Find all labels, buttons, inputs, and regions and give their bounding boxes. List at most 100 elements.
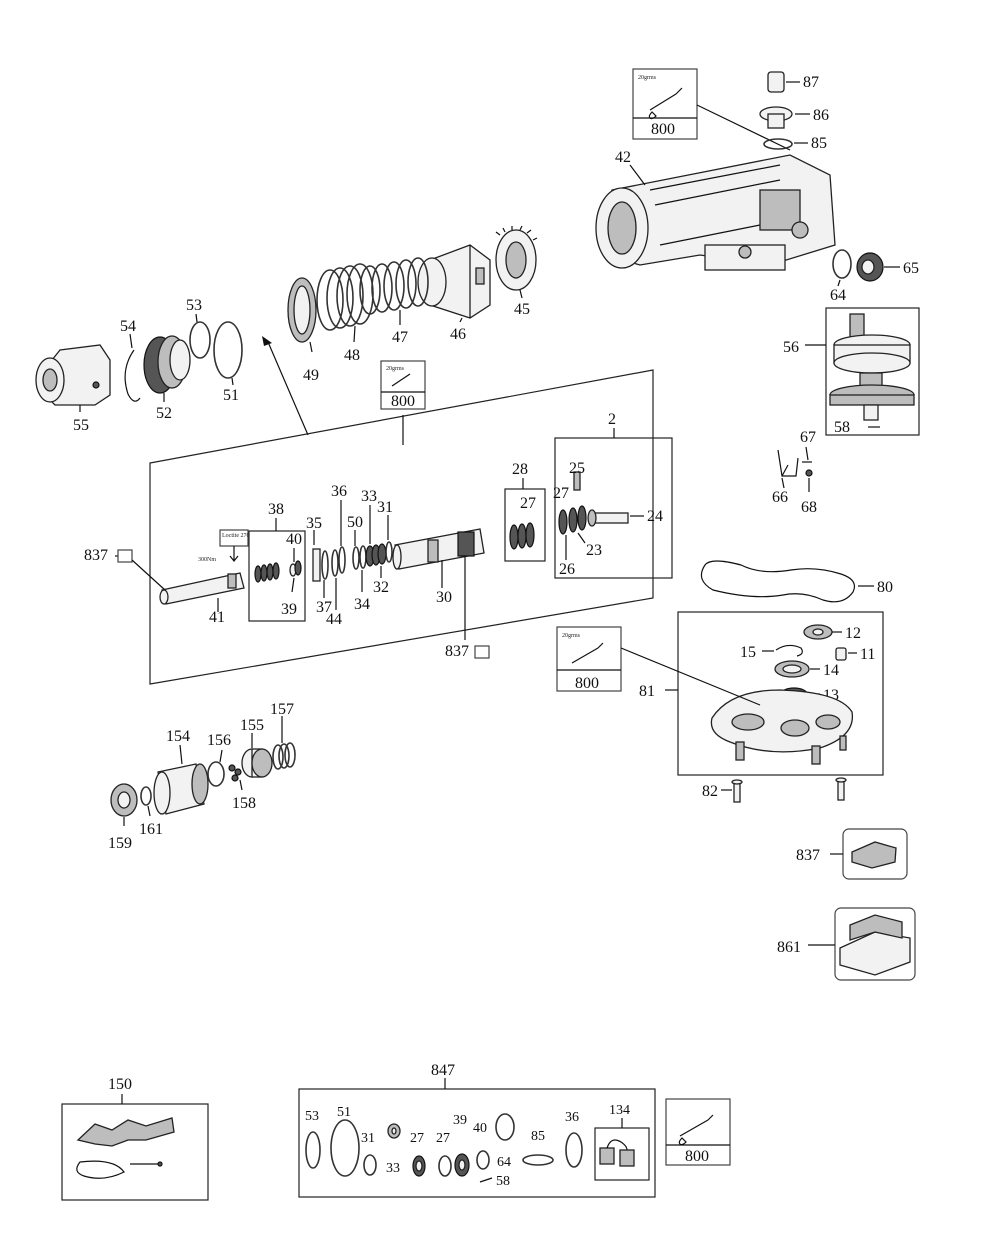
svg-text:28: 28	[512, 461, 528, 478]
svg-text:800: 800	[685, 1148, 709, 1165]
svg-text:39: 39	[281, 601, 297, 618]
grease-box-top: 20grms 800	[632, 68, 698, 140]
svg-text:32: 32	[373, 579, 389, 596]
part-48-spring: 48	[316, 263, 374, 364]
svg-text:158: 158	[232, 795, 256, 812]
part-67-pin: 67	[800, 429, 816, 463]
svg-text:837: 837	[796, 847, 820, 864]
svg-text:41: 41	[209, 609, 225, 626]
svg-text:58: 58	[496, 1174, 510, 1189]
kit-150: 150	[61, 1076, 209, 1201]
svg-text:66: 66	[772, 489, 788, 506]
svg-text:2: 2	[608, 411, 616, 428]
svg-text:23: 23	[586, 542, 602, 559]
svg-text:39: 39	[453, 1113, 467, 1128]
svg-text:Loctite 270: Loctite 270	[222, 533, 250, 539]
svg-text:38: 38	[268, 501, 284, 518]
part-28-box: 28 27	[504, 461, 546, 562]
kit-item-53: 53	[305, 1109, 321, 1169]
svg-text:67: 67	[800, 429, 816, 446]
svg-text:27: 27	[553, 485, 569, 502]
svg-text:50: 50	[347, 514, 363, 531]
svg-text:33: 33	[386, 1161, 400, 1176]
svg-text:20grms: 20grms	[638, 75, 657, 81]
part-155-collar: 155	[240, 717, 273, 778]
svg-text:800: 800	[391, 393, 415, 410]
part-156-ring: 156	[207, 732, 231, 787]
svg-text:81: 81	[639, 683, 655, 700]
svg-text:156: 156	[207, 732, 231, 749]
part-861-case: 861	[777, 907, 916, 981]
kit-item-51: 51	[330, 1105, 360, 1177]
part-837-brush: 837	[796, 828, 908, 880]
svg-text:15: 15	[740, 644, 756, 661]
part-54-clip: 54	[120, 318, 141, 402]
svg-text:65: 65	[903, 260, 919, 277]
svg-text:85: 85	[531, 1129, 545, 1144]
kit-item-31: 31	[361, 1131, 377, 1176]
kit-item-33: 33	[386, 1123, 401, 1176]
svg-text:800: 800	[575, 675, 599, 692]
part-80-gasket: 80	[700, 560, 893, 603]
part-52-sleeve: 52	[143, 335, 191, 422]
part-53-ring: 53	[186, 297, 211, 359]
part-44-ring: 44	[326, 549, 342, 628]
svg-text:159: 159	[108, 835, 132, 852]
svg-text:85: 85	[811, 135, 827, 152]
svg-text:52: 52	[156, 405, 172, 422]
svg-text:36: 36	[331, 483, 347, 500]
svg-text:27: 27	[410, 1131, 424, 1146]
kit-item-27b: 27	[436, 1131, 452, 1177]
part-66-bracket: 66	[772, 449, 799, 506]
part-55-nose-cap: 55	[35, 344, 111, 434]
svg-text:37: 37	[316, 599, 332, 616]
part-157-spring: 157	[270, 701, 296, 770]
svg-text:27: 27	[436, 1131, 450, 1146]
svg-text:53: 53	[305, 1109, 319, 1124]
svg-text:54: 54	[120, 318, 136, 335]
svg-text:46: 46	[450, 326, 466, 343]
svg-text:55: 55	[73, 417, 89, 434]
svg-text:47: 47	[392, 329, 408, 346]
svg-text:34: 34	[354, 596, 370, 613]
part-32-bearing: 32	[373, 543, 389, 596]
svg-text:36: 36	[565, 1110, 579, 1125]
part-49-washer: 49	[287, 277, 319, 384]
part-86-knob: 86	[759, 106, 829, 129]
svg-text:51: 51	[223, 387, 239, 404]
svg-text:87: 87	[803, 74, 819, 91]
svg-text:58: 58	[834, 419, 850, 436]
kit-item-40: 40	[473, 1121, 490, 1170]
kit-item-39: 39	[453, 1113, 470, 1177]
svg-text:134: 134	[609, 1103, 630, 1118]
svg-text:24: 24	[647, 508, 663, 525]
svg-text:31: 31	[377, 499, 393, 516]
part-161-ring: 161	[139, 786, 163, 838]
svg-text:26: 26	[559, 561, 575, 578]
part-154-sleeve: 154	[153, 728, 209, 815]
svg-text:30: 30	[436, 589, 452, 606]
part-64-ring: 64	[830, 249, 852, 304]
svg-text:155: 155	[240, 717, 264, 734]
part-50-ring: 50	[347, 514, 363, 570]
svg-text:157: 157	[270, 701, 294, 718]
svg-text:300Nm: 300Nm	[198, 557, 216, 563]
svg-text:45: 45	[514, 301, 530, 318]
svg-text:25: 25	[569, 460, 585, 477]
svg-text:53: 53	[186, 297, 202, 314]
part-82-screws: 82	[702, 777, 847, 803]
svg-text:64: 64	[497, 1155, 511, 1170]
svg-text:27: 27	[520, 495, 536, 512]
part-42-gear-housing: 42	[595, 149, 836, 271]
part-81-box: 81 12 15 11 14 13	[639, 611, 884, 776]
svg-text:40: 40	[286, 531, 302, 548]
svg-text:837: 837	[84, 547, 108, 564]
svg-text:48: 48	[344, 347, 360, 364]
svg-text:40: 40	[473, 1121, 487, 1136]
svg-text:861: 861	[777, 939, 801, 956]
svg-text:82: 82	[702, 783, 718, 800]
part-41-spindle: 41 Loctite 270 300Nm 837	[84, 529, 250, 626]
part-33-bearing: 33	[361, 488, 381, 567]
